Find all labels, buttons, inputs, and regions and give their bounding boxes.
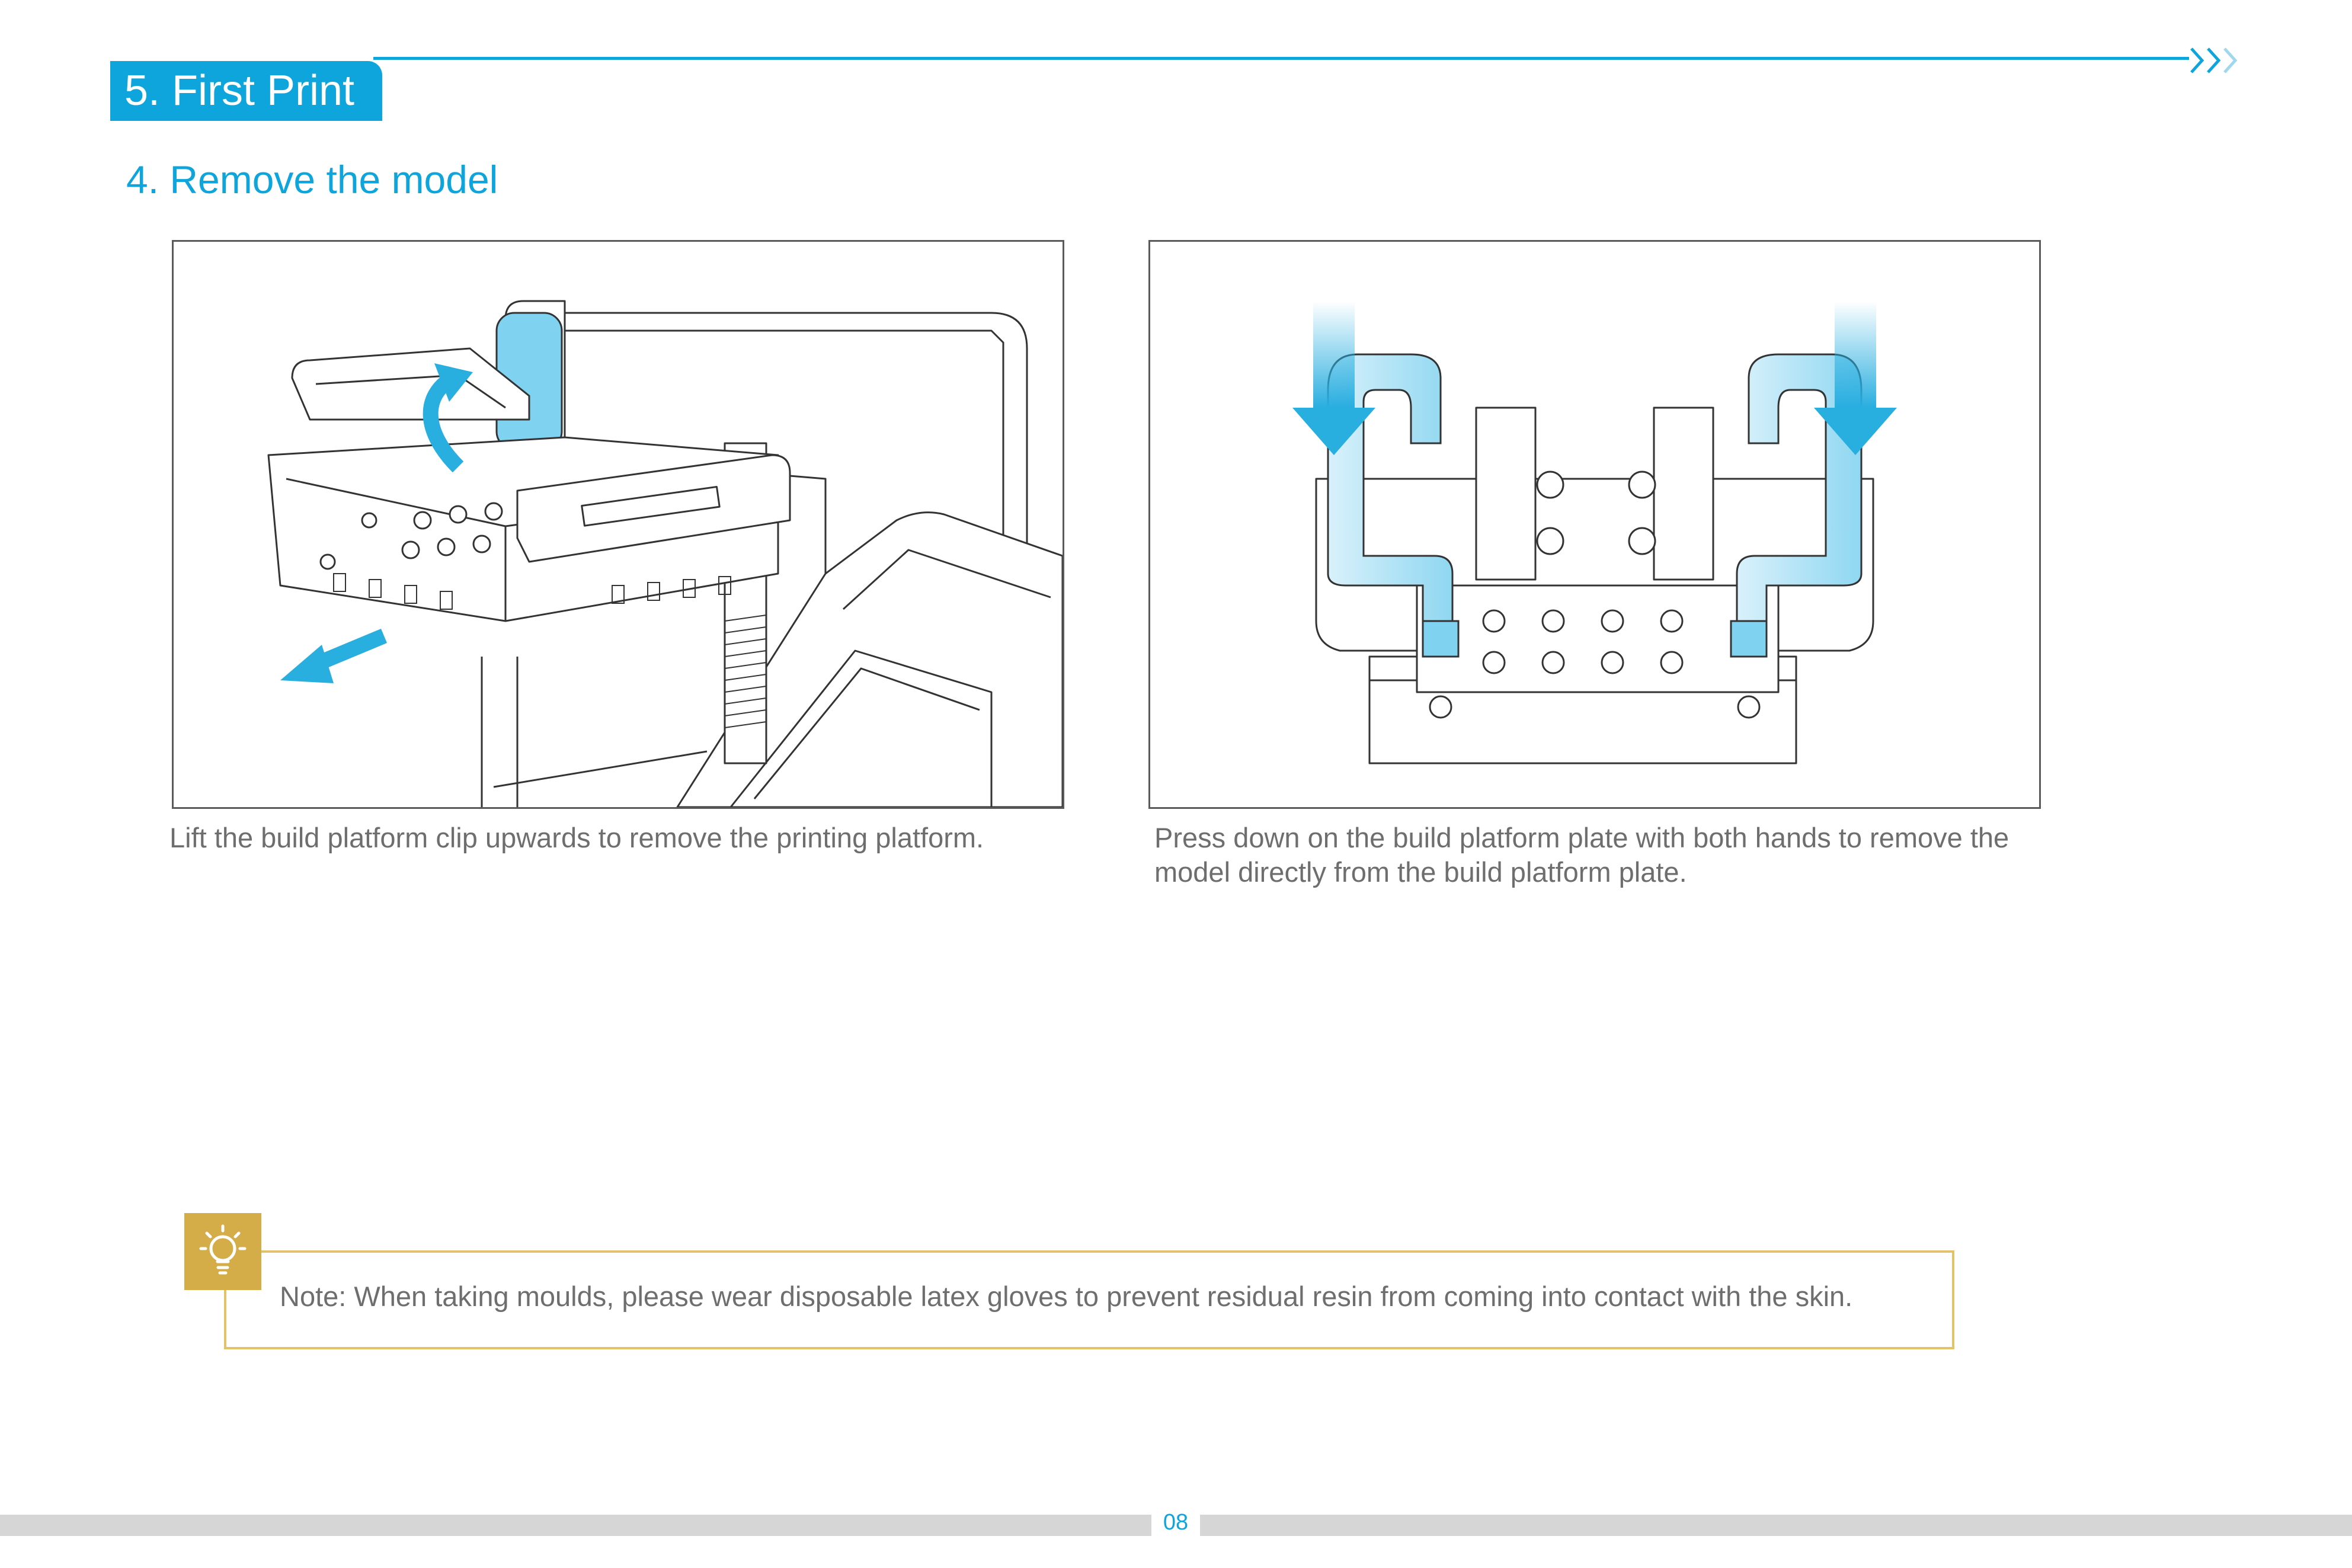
step-title: 4. Remove the model bbox=[126, 158, 498, 201]
header-rule bbox=[373, 57, 2189, 60]
section-title: 5. First Print bbox=[110, 61, 382, 121]
figure-printer-clip-lift bbox=[172, 240, 1064, 809]
footer-bar-left bbox=[0, 1515, 1151, 1536]
figure-caption: Press down on the build platform plate w… bbox=[1154, 822, 2009, 888]
footer-bar-right bbox=[1200, 1515, 2352, 1536]
triple-chevron-right-icon bbox=[2188, 44, 2242, 77]
page-number: 08 bbox=[1163, 1510, 1189, 1535]
note-text: Note: When taking moulds, please wear di… bbox=[280, 1281, 1853, 1312]
figure-caption: Lift the build platform clip upwards to … bbox=[169, 822, 984, 853]
figure-build-plate-press bbox=[1148, 240, 2041, 809]
lightbulb-icon bbox=[184, 1213, 261, 1290]
note-box bbox=[224, 1250, 1954, 1349]
